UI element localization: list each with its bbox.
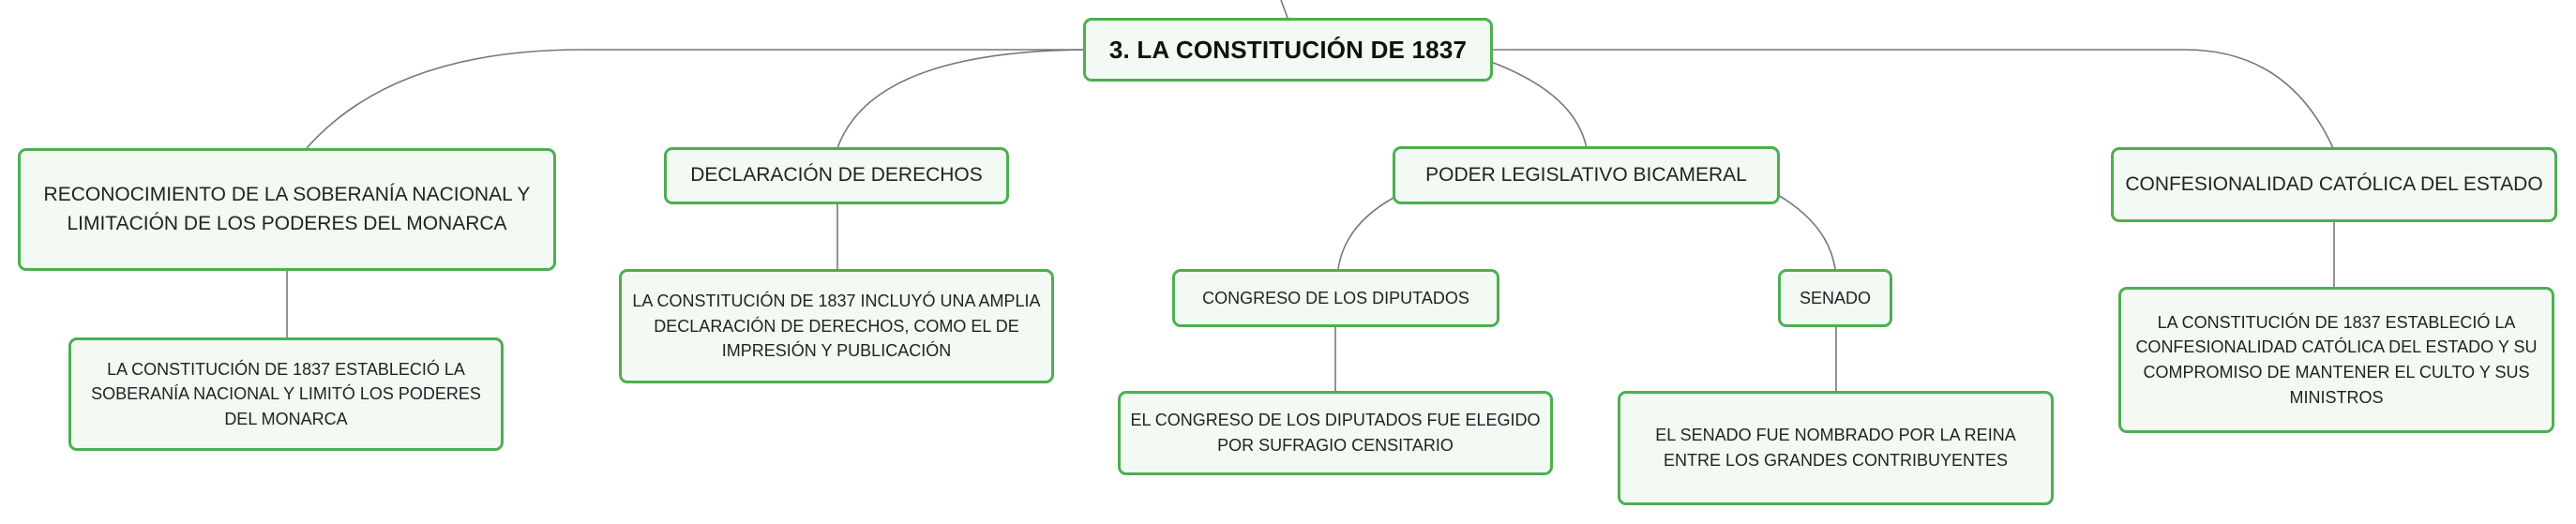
connector-root-soberania xyxy=(306,49,1085,149)
subtopic-soberania-detail[interactable]: LA CONSTITUCIÓN DE 1837 ESTABLECIÓ LA SO… xyxy=(68,337,504,451)
subtopic-congreso-label: CONGRESO DE LOS DIPUTADOS xyxy=(1202,288,1469,307)
connector-root-derechos xyxy=(836,49,1086,149)
topic-soberania-label: RECONOCIMIENTO DE LA SOBERANÍA NACIONAL … xyxy=(43,184,531,234)
subtopic-senado-detail[interactable]: EL SENADO FUE NOMBRADO POR LA REINA ENTR… xyxy=(1618,391,2054,505)
subtopic-congreso-detail-text: EL CONGRESO DE LOS DIPUTADOS FUE ELEGIDO… xyxy=(1130,411,1541,455)
connector-root-confesionalidad xyxy=(1491,49,2334,149)
subtopic-confesionalidad-detail[interactable]: LA CONSTITUCIÓN DE 1837 ESTABLECIÓ LA CO… xyxy=(2118,287,2554,433)
connector-parent xyxy=(1280,0,1288,19)
topic-derechos-label: DECLARACIÓN DE DERECHOS xyxy=(690,164,983,187)
connector-legislativo-congreso xyxy=(1337,197,1394,270)
root-node[interactable]: 3. LA CONSTITUCIÓN DE 1837 xyxy=(1083,18,1493,82)
subtopic-congreso[interactable]: CONGRESO DE LOS DIPUTADOS xyxy=(1172,269,1499,327)
topic-legislativo-label: PODER LEGISLATIVO BICAMERAL xyxy=(1425,163,1747,186)
subtopic-derechos-detail[interactable]: LA CONSTITUCIÓN DE 1837 INCLUYÓ UNA AMPL… xyxy=(619,269,1054,383)
topic-confesionalidad[interactable]: CONFESIONALIDAD CATÓLICA DEL ESTADO xyxy=(2111,147,2557,222)
subtopic-senado-label: SENADO xyxy=(1799,288,1872,307)
connector-legislativo-senado xyxy=(1777,194,1836,270)
root-title: 3. LA CONSTITUCIÓN DE 1837 xyxy=(1108,35,1468,64)
subtopic-soberania-detail-text: LA CONSTITUCIÓN DE 1837 ESTABLECIÓ LA SO… xyxy=(91,359,481,428)
topic-confesionalidad-label: CONFESIONALIDAD CATÓLICA DEL ESTADO xyxy=(2125,172,2543,195)
subtopic-derechos-detail-text: LA CONSTITUCIÓN DE 1837 INCLUYÓ UNA AMPL… xyxy=(632,292,1041,361)
subtopic-confesionalidad-detail-text: LA CONSTITUCIÓN DE 1837 ESTABLECIÓ LA CO… xyxy=(2135,312,2538,407)
topic-legislativo[interactable]: PODER LEGISLATIVO BICAMERAL xyxy=(1393,146,1780,204)
subtopic-senado-detail-text: EL SENADO FUE NOMBRADO POR LA REINA ENTR… xyxy=(1655,426,2016,470)
subtopic-senado[interactable]: SENADO xyxy=(1778,269,1892,327)
topic-soberania[interactable]: RECONOCIMIENTO DE LA SOBERANÍA NACIONAL … xyxy=(18,148,556,271)
topic-derechos[interactable]: DECLARACIÓN DE DERECHOS xyxy=(664,147,1009,204)
subtopic-congreso-detail[interactable]: EL CONGRESO DE LOS DIPUTADOS FUE ELEGIDO… xyxy=(1118,391,1553,475)
connector-root-legislativo xyxy=(1490,61,1588,149)
